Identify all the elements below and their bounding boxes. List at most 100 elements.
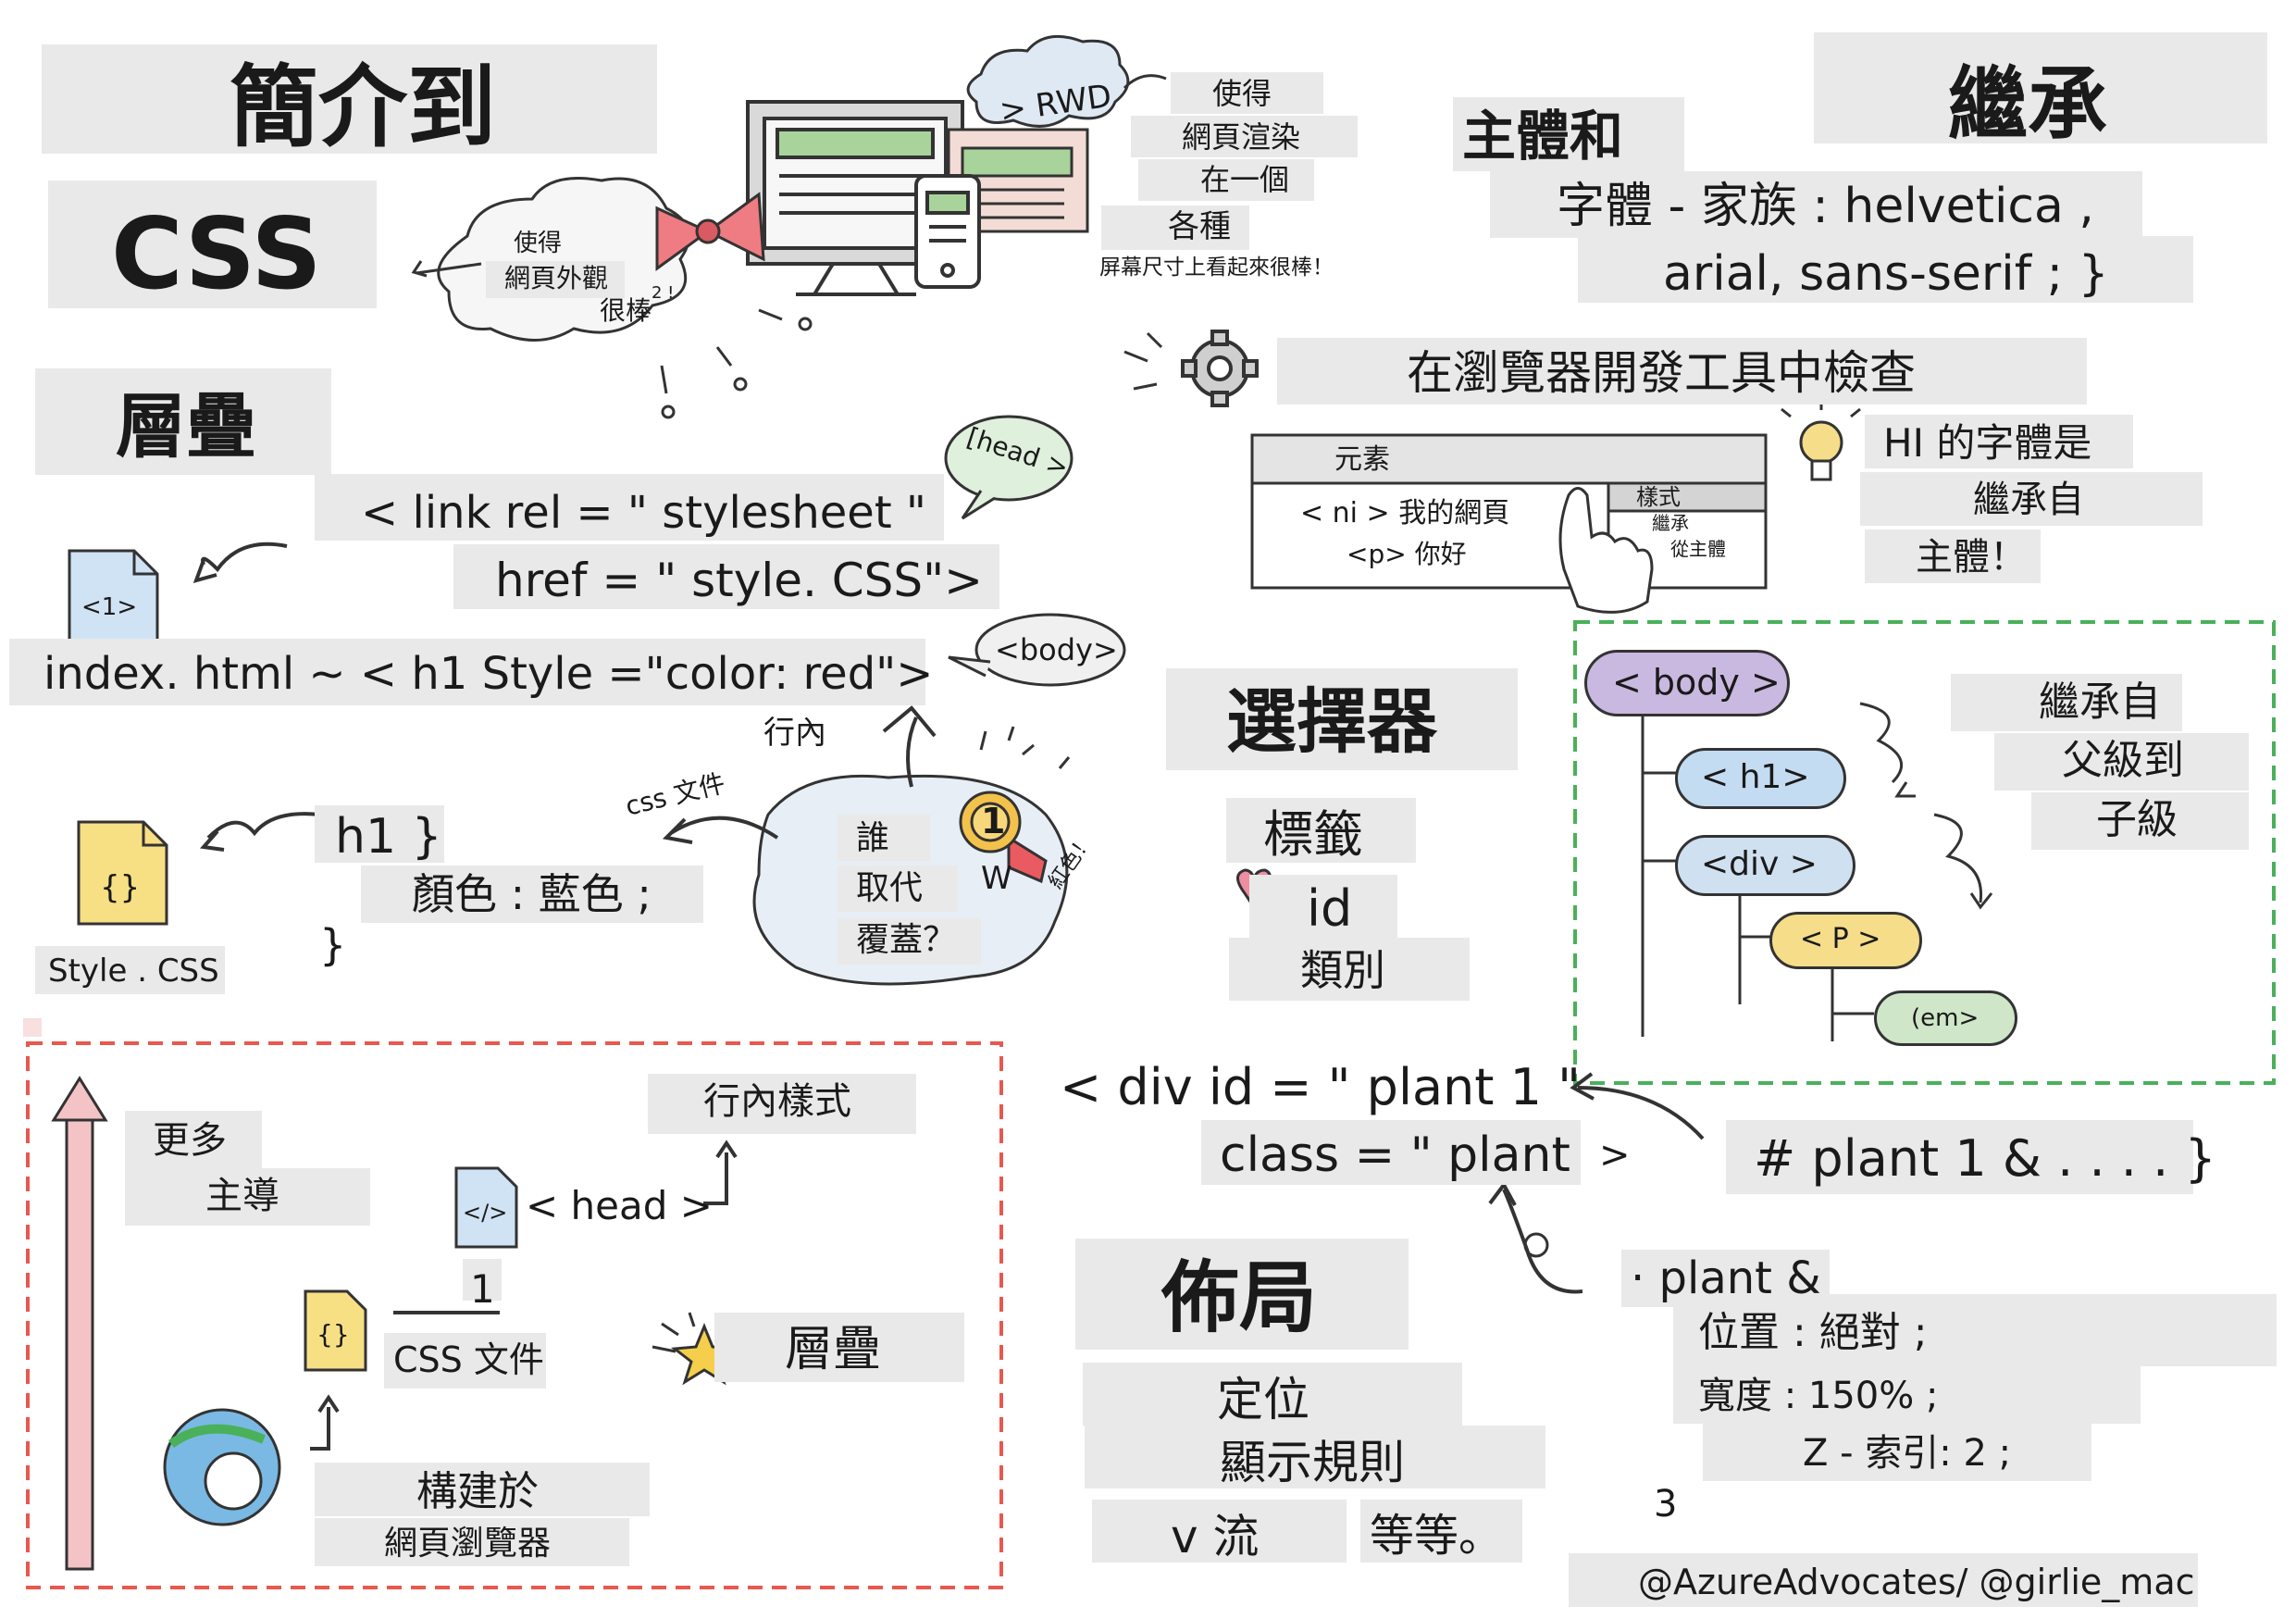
class-rule: · plant & — [1631, 1252, 1821, 1304]
priority-arrow — [51, 1076, 108, 1571]
tree-caption-1: 繼承自 — [2039, 679, 2161, 726]
rwd-line-1: 使得 — [1212, 76, 1272, 111]
browser-logo-icon — [163, 1408, 281, 1526]
title-line1: 簡介到 — [230, 56, 496, 159]
replace-label: 取代 — [856, 869, 924, 907]
decl-position: 位置 : 絕對 ; — [1698, 1309, 1928, 1356]
devtools-elements-tab: 元素 — [1334, 443, 1390, 476]
decl-width: 寬度 : 150% ; — [1698, 1375, 1939, 1417]
end-number: 3 — [1654, 1483, 1678, 1526]
layout-etc: 等等。 — [1370, 1510, 1504, 1562]
devtools-styles-tab: 樣式 — [1636, 484, 1681, 510]
priority-cascade: 層疊 — [785, 1322, 882, 1377]
priority-head: < head > — [526, 1183, 713, 1228]
link-tag-line2: href = " style. CSS"> — [495, 554, 984, 607]
h1-rule: h1 } — [335, 809, 442, 865]
cloud-superscript: 2 ! — [652, 283, 675, 303]
div-id-line: < div id = " plant 1 " — [1060, 1058, 1581, 1116]
phone-icon — [914, 174, 981, 289]
font-family-line2: arial, sans-serif ; } — [1663, 246, 2109, 302]
priority-inline-styles: 行內樣式 — [703, 1080, 851, 1123]
title-line2: CSS — [111, 197, 322, 311]
winner-letter: W — [981, 860, 1012, 897]
inline-label: 行內 — [763, 715, 826, 752]
tip-line-1: HI 的字體是 — [1883, 420, 2092, 466]
priority-frame — [26, 1041, 1003, 1589]
layout-display-rules: 顯示規則 — [1220, 1436, 1405, 1489]
tree-node-p — [1769, 912, 1922, 969]
tree-node-body-label: < body > — [1612, 662, 1781, 703]
priority-dominant: 主導 — [205, 1175, 279, 1217]
devtools-window — [1250, 433, 1768, 590]
medal-number: 1 — [981, 801, 1006, 841]
css-file-curly: {} — [100, 869, 141, 906]
devtools-node-1: < ni > 我的網頁 — [1300, 497, 1510, 529]
tree-node-body — [1584, 650, 1790, 716]
id-rule: # plant 1 & . . . . } — [1754, 1129, 2216, 1188]
tip-line-2: 繼承自 — [1973, 479, 2084, 521]
tree-node-div-label: <div > — [1701, 845, 1818, 883]
inheritance-heading-right: 繼承 — [1948, 58, 2107, 151]
css-file-icon-small — [304, 1289, 367, 1372]
selector-tag: 標籤 — [1263, 805, 1363, 864]
devtools-heading: 在瀏覽器開發工具中檢查 — [1407, 346, 1916, 400]
tree-node-h1 — [1675, 748, 1846, 809]
link-tag-line1: < link rel = " stylesheet " — [361, 487, 926, 539]
cloud-line-1: 使得 — [514, 230, 563, 257]
cascade-heading: 層疊 — [116, 385, 256, 467]
html-file-icon — [68, 549, 159, 650]
priority-more: 更多 — [153, 1119, 227, 1162]
priority-number-one: 1 — [470, 1266, 495, 1312]
devtools-inherited: 繼承 — [1652, 512, 1689, 534]
rwd-line-2: 網頁渲染 — [1182, 119, 1301, 155]
selector-id: id — [1307, 879, 1353, 938]
bowtie-icon — [655, 192, 765, 271]
tree-node-em — [1874, 990, 2017, 1046]
tree-lines — [1641, 715, 1874, 1041]
devtools-node-2: <p> 你好 — [1347, 539, 1467, 569]
tree-node-h1-label: < h1> — [1701, 758, 1810, 796]
override-label: 覆蓋？ — [856, 921, 957, 959]
pointer-hand-icon — [1558, 487, 1654, 614]
tree-node-div — [1675, 835, 1855, 896]
rwd-line-4: 各種 — [1168, 208, 1231, 245]
small-css-icon-label: {} — [316, 1319, 350, 1350]
body-bubble-label: <body> — [995, 632, 1118, 667]
div-close: > — [1599, 1134, 1631, 1177]
decl-zindex: Z - 索引: 2 ; — [1803, 1432, 2012, 1475]
tree-node-em-label: (em> — [1911, 1004, 1980, 1032]
selector-class: 類別 — [1300, 945, 1385, 995]
code-file-icon — [454, 1166, 518, 1249]
stylesheet-filename: Style . CSS — [48, 953, 219, 990]
tree-caption-3: 子級 — [2096, 796, 2178, 843]
html-file-label: <1> — [81, 593, 138, 621]
code-file-icon-label: </> — [463, 1200, 508, 1226]
font-family-line1: 字體 - 家族 : helvetica , — [1557, 179, 2094, 234]
devtools-from-body: 從主體 — [1670, 538, 1726, 560]
tip-line-3: 主體！ — [1916, 536, 2027, 579]
gear-icon — [1181, 330, 1259, 407]
priority-built-into: 構建於 — [416, 1468, 539, 1515]
tree-caption-2: 父級到 — [2062, 737, 2184, 784]
lightbulb-icon — [1781, 399, 1861, 481]
div-class-line: class = " plant — [1220, 1127, 1570, 1183]
looks-good-cloud — [437, 177, 690, 342]
credit-handle: @AzureAdvocates/ @girlie_mac — [1638, 1562, 2195, 1602]
medal-icon — [959, 791, 1048, 884]
rwd-cloud — [966, 34, 1130, 128]
tree-frame — [1573, 620, 2276, 1085]
who-label: 誰 — [856, 819, 890, 857]
h1-declaration: 顏色 : 藍色 ; — [412, 869, 652, 919]
inline-style-line: index. html ~ < h1 Style ="color: red"> — [43, 648, 934, 700]
cloud-line-3: 很棒 — [600, 295, 652, 326]
rwd-line-3: 在一個 — [1200, 162, 1290, 197]
layout-flow: v 流 — [1171, 1510, 1260, 1563]
priority-browser: 網頁瀏覽器 — [384, 1525, 552, 1563]
priority-css-files: CSS 文件 — [393, 1339, 544, 1380]
h1-close: } — [319, 920, 347, 970]
layout-heading: 佈局 — [1161, 1252, 1318, 1343]
rwd-line-5: 屏幕尺寸上看起來很棒！ — [1099, 255, 1334, 280]
tree-node-p-label: < P > — [1800, 923, 1881, 955]
cloud-line-2: 網頁外觀 — [504, 263, 609, 293]
css-file-icon — [77, 820, 168, 926]
